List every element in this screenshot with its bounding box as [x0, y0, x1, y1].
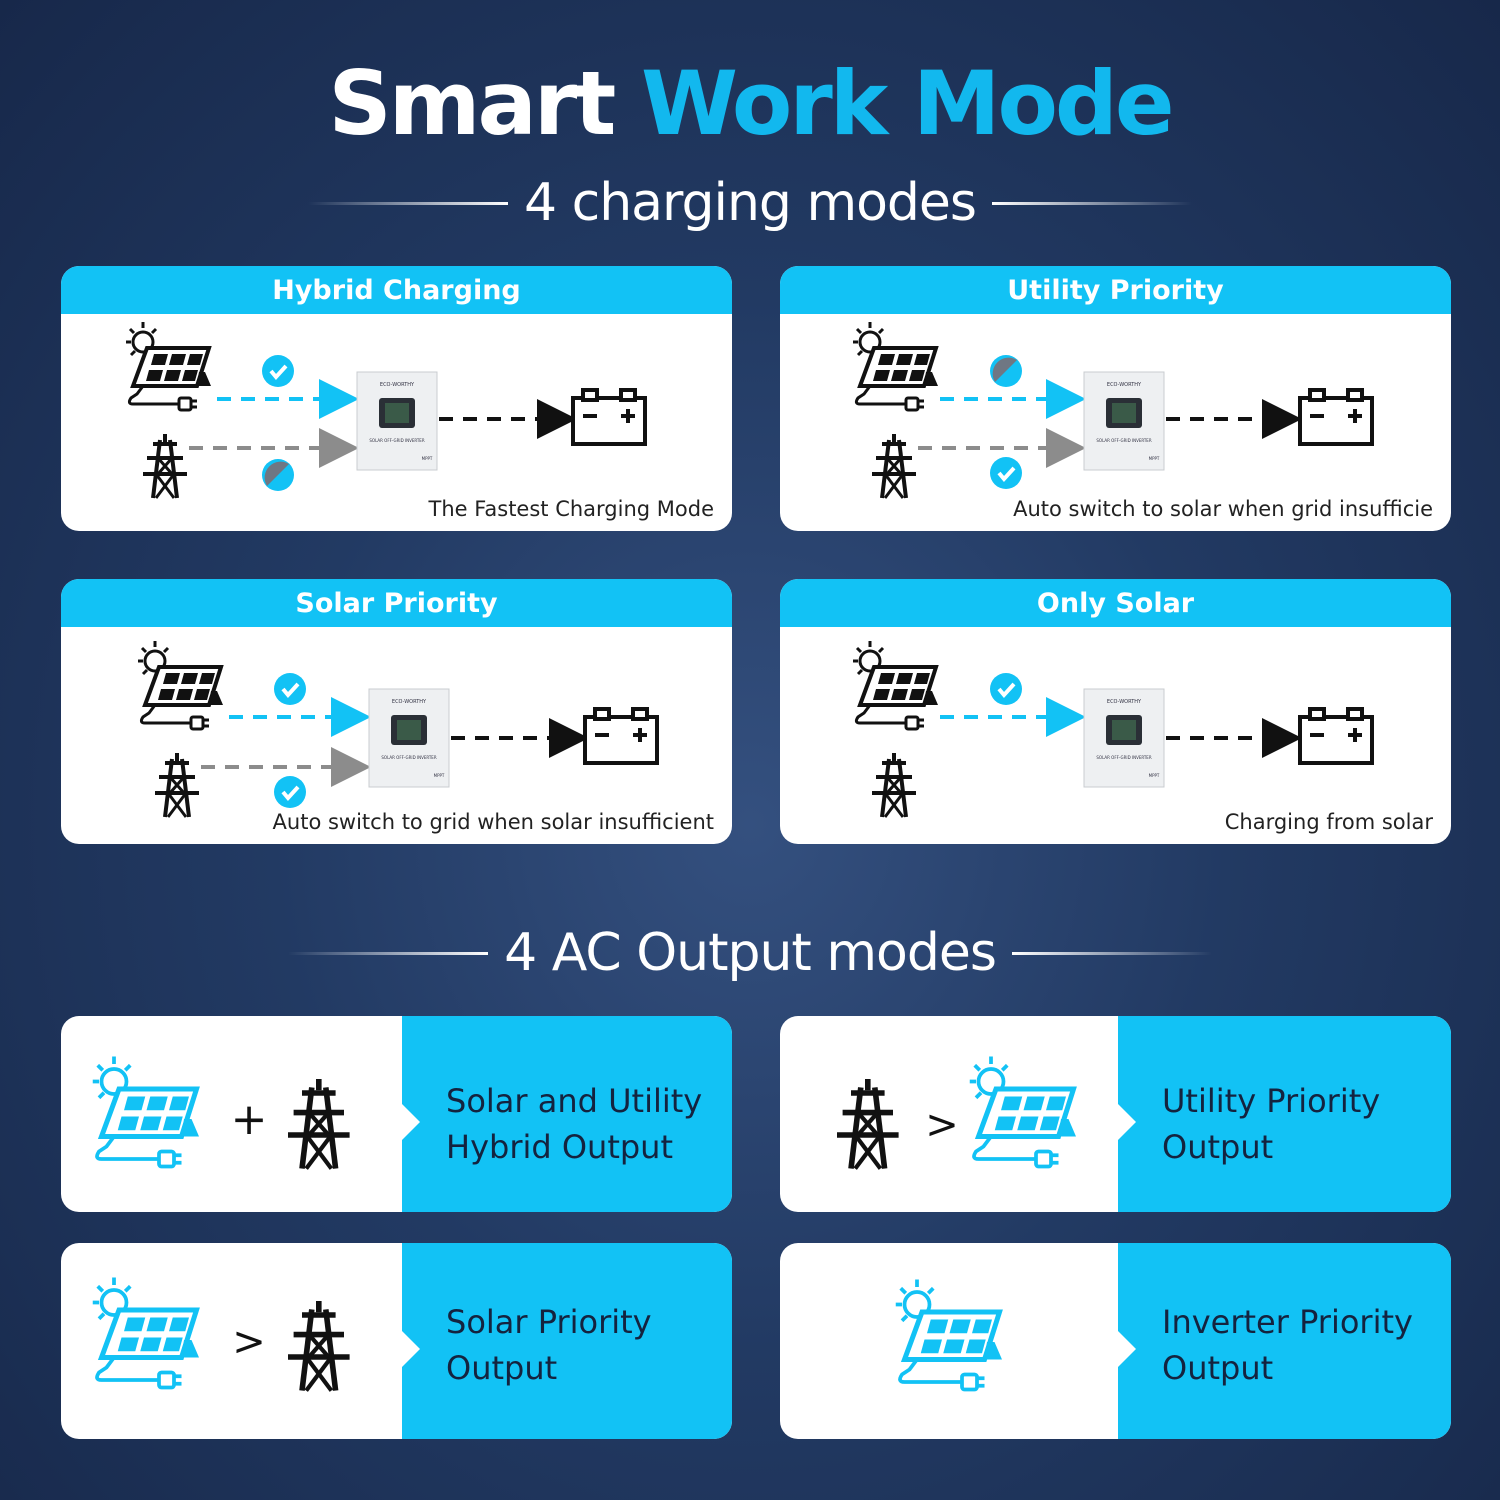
output-label-line1: Solar Priority: [446, 1303, 652, 1341]
charging-card-utility-priority: Utility Priority ECO-WORTHY SOLAR OFF-GR…: [780, 266, 1451, 531]
check-icon: [988, 455, 1024, 491]
svg-text:ECO-WORTHY: ECO-WORTHY: [1107, 699, 1142, 705]
output-card-label: Solar Priority Output: [446, 1299, 652, 1391]
solar-panel-icon: [93, 1057, 199, 1167]
charging-modes-heading-text: 4 charging modes: [524, 173, 977, 233]
svg-text:MPPT: MPPT: [422, 456, 433, 461]
svg-text:SOLAR OFF-GRID INVERTER: SOLAR OFF-GRID INVERTER: [1096, 438, 1151, 443]
output-card-label: Solar and Utility Hybrid Output: [446, 1078, 702, 1170]
output-modes-heading-text: 4 AC Output modes: [504, 923, 997, 983]
partial-icon: [262, 459, 294, 491]
power-tower-icon: [870, 751, 918, 819]
output-card-label-panel: [402, 1016, 732, 1212]
card-caption: Charging from solar: [1224, 810, 1433, 834]
card-caption: Auto switch to solar when grid insuffici…: [1013, 497, 1433, 521]
solar-panel-icon: [896, 1280, 1002, 1390]
divider-line: [1011, 951, 1212, 955]
power-tower-icon: [288, 1301, 350, 1391]
panel-notch: [1118, 1331, 1136, 1367]
charging-card-solar-priority: Solar Priority ECO-WORTHY SOLAR OFF-GRID…: [61, 579, 732, 844]
page-title: Smart Work Mode: [0, 52, 1500, 155]
svg-text:MPPT: MPPT: [434, 773, 445, 778]
svg-text:SOLAR OFF-GRID INVERTER: SOLAR OFF-GRID INVERTER: [369, 438, 424, 443]
charging-card-only-solar: Only Solar ECO-WORTHY SOLAR OFF-GRID INV…: [780, 579, 1451, 844]
inverter-icon: ECO-WORTHY SOLAR OFF-GRID INVERTER MPPT: [368, 688, 450, 788]
solar-panel-icon: [851, 320, 940, 412]
output-label-line1: Inverter Priority: [1162, 1303, 1413, 1341]
power-tower-icon: [153, 751, 201, 819]
inverter-icon: ECO-WORTHY SOLAR OFF-GRID INVERTER MPPT: [356, 371, 438, 471]
card-title: Hybrid Charging: [61, 266, 732, 314]
card-title: Utility Priority: [780, 266, 1451, 314]
power-tower-icon: [141, 432, 189, 500]
output-card-label-panel: [1118, 1016, 1451, 1212]
power-tower-icon: [837, 1079, 899, 1169]
svg-text:MPPT: MPPT: [1149, 456, 1160, 461]
svg-text:MPPT: MPPT: [1149, 773, 1160, 778]
output-label-line1: Utility Priority: [1162, 1082, 1381, 1120]
card-caption: Auto switch to grid when solar insuffici…: [272, 810, 714, 834]
check-icon: [272, 774, 308, 810]
panel-notch: [402, 1104, 420, 1140]
divider-line: [288, 951, 489, 955]
card-caption: The Fastest Charging Mode: [428, 497, 715, 521]
battery-icon: [1298, 388, 1374, 446]
output-card-label-panel: [402, 1243, 732, 1439]
solar-panel-icon: [970, 1057, 1076, 1167]
output-card-label-panel: [1118, 1243, 1451, 1439]
title-part-white: Smart: [328, 52, 616, 155]
panel-notch: [1118, 1104, 1136, 1140]
output-label-line2: Hybrid Output: [446, 1128, 673, 1166]
battery-icon: [1298, 707, 1374, 765]
output-card-hybrid: + Solar and Utility Hybrid Output: [61, 1016, 732, 1212]
battery-icon: [583, 707, 659, 765]
svg-text:ECO-WORTHY: ECO-WORTHY: [392, 699, 427, 705]
power-tower-icon: [288, 1079, 350, 1169]
solar-panel-icon: [136, 639, 225, 731]
output-modes-heading: 4 AC Output modes: [0, 918, 1500, 988]
card-diagram: ECO-WORTHY SOLAR OFF-GRID INVERTER MPPT …: [780, 314, 1451, 531]
svg-text:SOLAR OFF-GRID INVERTER: SOLAR OFF-GRID INVERTER: [1096, 755, 1151, 760]
output-card-label: Utility Priority Output: [1162, 1078, 1380, 1170]
divider-line: [308, 201, 508, 205]
panel-notch: [402, 1331, 420, 1367]
solar-panel-icon: [93, 1278, 199, 1388]
inverter-icon: ECO-WORTHY SOLAR OFF-GRID INVERTER MPPT: [1083, 371, 1165, 471]
output-label-line2: Output: [1162, 1128, 1274, 1166]
power-tower-icon: [870, 432, 918, 500]
output-card-inverter-priority: Inverter Priority Output: [780, 1243, 1451, 1439]
card-title: Only Solar: [780, 579, 1451, 627]
card-diagram: ECO-WORTHY SOLAR OFF-GRID INVERTER MPPT …: [61, 314, 732, 531]
battery-icon: [571, 388, 647, 446]
svg-text:ECO-WORTHY: ECO-WORTHY: [1107, 382, 1142, 388]
output-card-solar-priority: > Solar Priority Output: [61, 1243, 732, 1439]
output-label-line2: Output: [1162, 1349, 1274, 1387]
card-diagram: ECO-WORTHY SOLAR OFF-GRID INVERTER MPPT …: [780, 627, 1451, 844]
check-icon: [272, 671, 308, 707]
output-card-label: Inverter Priority Output: [1162, 1299, 1413, 1391]
partial-icon: [990, 355, 1022, 387]
operator-greater: >: [232, 1319, 266, 1365]
charging-modes-heading: 4 charging modes: [0, 168, 1500, 238]
operator-greater: >: [925, 1102, 959, 1148]
svg-text:SOLAR OFF-GRID INVERTER: SOLAR OFF-GRID INVERTER: [381, 755, 436, 760]
output-card-utility-priority: > Utility Priority Output: [780, 1016, 1451, 1212]
inverter-icon: ECO-WORTHY SOLAR OFF-GRID INVERTER MPPT: [1083, 688, 1165, 788]
charging-card-hybrid: Hybrid Charging ECO-WORTHY SOLAR OFF-GRI…: [61, 266, 732, 531]
solar-panel-icon: [124, 320, 213, 412]
output-label-line2: Output: [446, 1349, 558, 1387]
divider-line: [992, 201, 1192, 205]
check-icon: [988, 671, 1024, 707]
svg-text:ECO-WORTHY: ECO-WORTHY: [380, 382, 415, 388]
operator-plus: +: [231, 1094, 268, 1145]
check-icon: [260, 353, 296, 389]
title-part-blue: Work Mode: [640, 52, 1175, 155]
output-label-line1: Solar and Utility: [446, 1082, 703, 1120]
card-title: Solar Priority: [61, 579, 732, 627]
card-diagram: ECO-WORTHY SOLAR OFF-GRID INVERTER MPPT …: [61, 627, 732, 844]
solar-panel-icon: [851, 639, 940, 731]
